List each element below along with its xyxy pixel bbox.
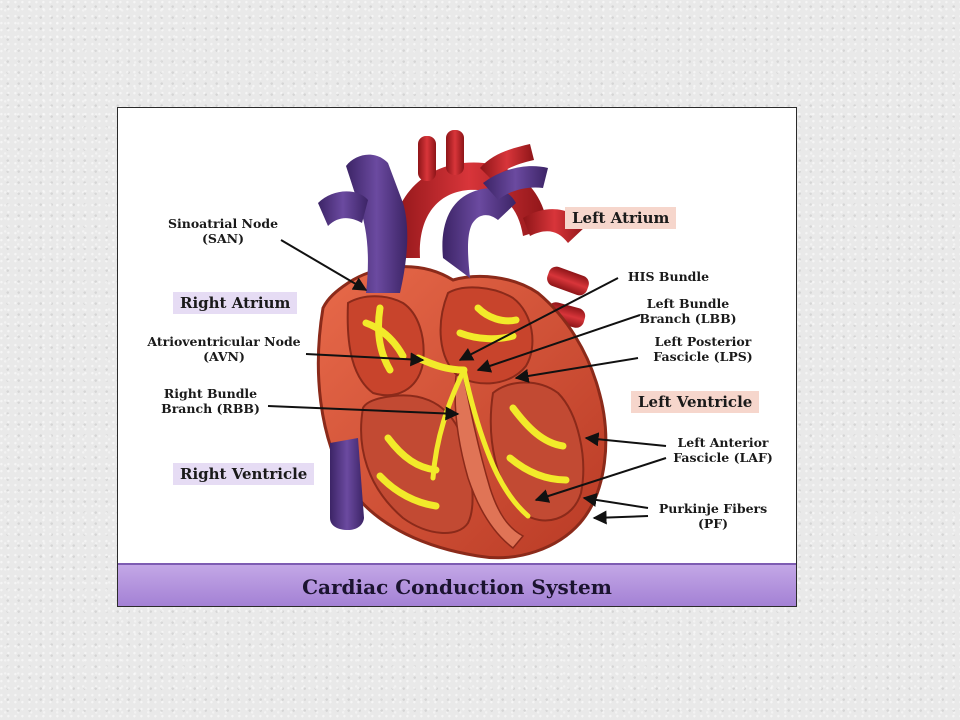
label-avn-line2: (AVN) bbox=[203, 349, 245, 364]
label-lps-line1: Left Posterior bbox=[654, 334, 752, 349]
arrow-laf-1 bbox=[584, 432, 667, 447]
label-lbb-line1: Left Bundle bbox=[646, 296, 730, 311]
label-laf-line2: Fascicle (LAF) bbox=[673, 450, 773, 465]
label-san: Sinoatrial Node (SAN) bbox=[158, 216, 288, 246]
region-right-atrium: Right Atrium bbox=[173, 292, 298, 314]
label-laf: Left Anterior Fascicle (LAF) bbox=[663, 435, 783, 465]
arrow-lps bbox=[514, 357, 639, 383]
diagram-title: Cardiac Conduction System bbox=[302, 574, 612, 599]
label-rbb-line1: Right Bundle bbox=[163, 386, 258, 401]
diagram-frame: Left Atrium Right Atrium Left Ventricle … bbox=[117, 107, 797, 607]
inferior-vena-cava bbox=[330, 438, 364, 530]
arrow-his bbox=[458, 277, 619, 361]
arrow-pf-1 bbox=[582, 493, 649, 509]
title-bar: Cardiac Conduction System bbox=[118, 563, 796, 606]
region-right-ventricle: Right Ventricle bbox=[173, 463, 315, 485]
label-lps-line2: Fascicle (LPS) bbox=[653, 349, 753, 364]
arrow-laf-2 bbox=[534, 457, 667, 503]
septum bbox=[454, 371, 525, 550]
label-his-line1: HIS Bundle bbox=[627, 269, 710, 284]
label-avn: Atrioventricular Node (AVN) bbox=[140, 334, 308, 364]
heart-illustration bbox=[267, 130, 667, 560]
label-lbb: Left Bundle Branch (LBB) bbox=[633, 296, 743, 326]
region-left-atrium: Left Atrium bbox=[565, 207, 677, 229]
label-rbb-line2: Branch (RBB) bbox=[161, 401, 260, 416]
label-lps: Left Posterior Fascicle (LPS) bbox=[638, 334, 768, 364]
arrow-rbb bbox=[267, 405, 460, 421]
label-lbb-line2: Branch (LBB) bbox=[639, 311, 737, 326]
pulmonary-trunk bbox=[442, 188, 516, 278]
arrow-avn bbox=[305, 352, 425, 367]
conduction-pathways bbox=[362, 304, 570, 519]
superior-vena-cava bbox=[346, 154, 408, 293]
arrow-pf-2 bbox=[592, 510, 649, 525]
label-avn-line1: Atrioventricular Node bbox=[147, 334, 301, 349]
label-rbb: Right Bundle Branch (RBB) bbox=[153, 386, 268, 416]
label-his: HIS Bundle bbox=[616, 269, 721, 284]
label-pf-line1: Purkinje Fibers bbox=[658, 501, 768, 516]
region-left-ventricle: Left Ventricle bbox=[631, 391, 760, 413]
arrow-san bbox=[280, 239, 368, 291]
label-san-line2: (SAN) bbox=[202, 231, 244, 246]
label-laf-line1: Left Anterior bbox=[677, 435, 769, 450]
label-pf-line2: (PF) bbox=[697, 516, 729, 531]
leader-lines bbox=[267, 239, 667, 525]
label-pf: Purkinje Fibers (PF) bbox=[648, 501, 778, 531]
arrow-lbb bbox=[476, 314, 641, 373]
label-san-line1: Sinoatrial Node bbox=[167, 216, 279, 231]
